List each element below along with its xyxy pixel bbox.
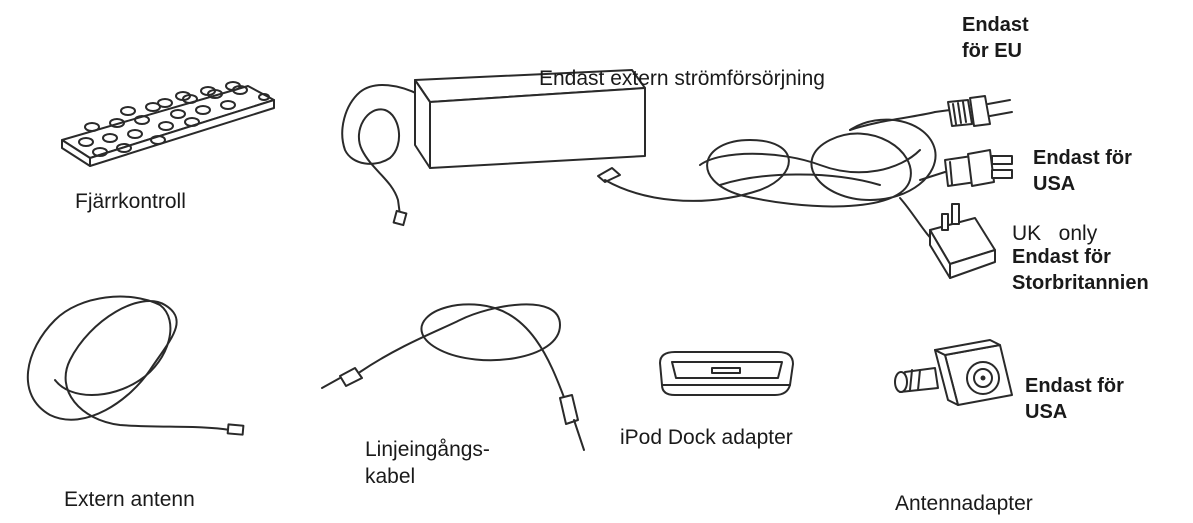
us-plug-icon	[944, 149, 1013, 187]
uk-only-line2: Storbritannien	[1012, 272, 1149, 294]
line-in-cable-icon	[321, 303, 585, 451]
antenna-cable-icon	[26, 295, 245, 436]
power-supply-icon	[341, 69, 946, 246]
antenna-adapter-icon	[894, 339, 1013, 406]
line-in-cable-label: Linjeingångs- kabel	[365, 436, 490, 490]
eu-only-line2: för EU	[962, 40, 1022, 62]
remote-control-icon	[61, 81, 275, 167]
line-in-line1: Linjeingångs-	[365, 438, 490, 461]
power-supply-label: Endast extern strömförsörjning	[539, 67, 825, 90]
remote-control-label: Fjärrkontroll	[75, 190, 186, 213]
antenna-label: Extern antenn	[64, 488, 195, 511]
eu-plug-icon	[934, 95, 1013, 127]
uk-only-line1: Endast för	[1012, 246, 1111, 268]
uk-plug-icon	[929, 203, 996, 279]
eu-only-label: Endast för EU	[962, 12, 1029, 64]
uk-only-label: Endast för Storbritannien	[1012, 244, 1149, 296]
ipod-dock-adapter-icon	[659, 351, 794, 396]
usa-only-line2: USA	[1033, 173, 1076, 195]
antenna-usa-line2: USA	[1025, 401, 1068, 423]
antenna-usa-line1: Endast för	[1025, 375, 1124, 397]
uk-only-original-label: UK only	[1012, 222, 1098, 245]
ipod-adapter-label: iPod Dock adapter	[620, 426, 793, 449]
usa-only-label: Endast för USA	[1033, 145, 1132, 197]
eu-only-line1: Endast	[962, 14, 1029, 36]
antenna-adapter-label: Antennadapter	[895, 492, 1033, 515]
antenna-usa-only-label: Endast för USA	[1025, 373, 1124, 425]
usa-only-line1: Endast för	[1033, 147, 1132, 169]
line-in-line2: kabel	[365, 465, 416, 488]
